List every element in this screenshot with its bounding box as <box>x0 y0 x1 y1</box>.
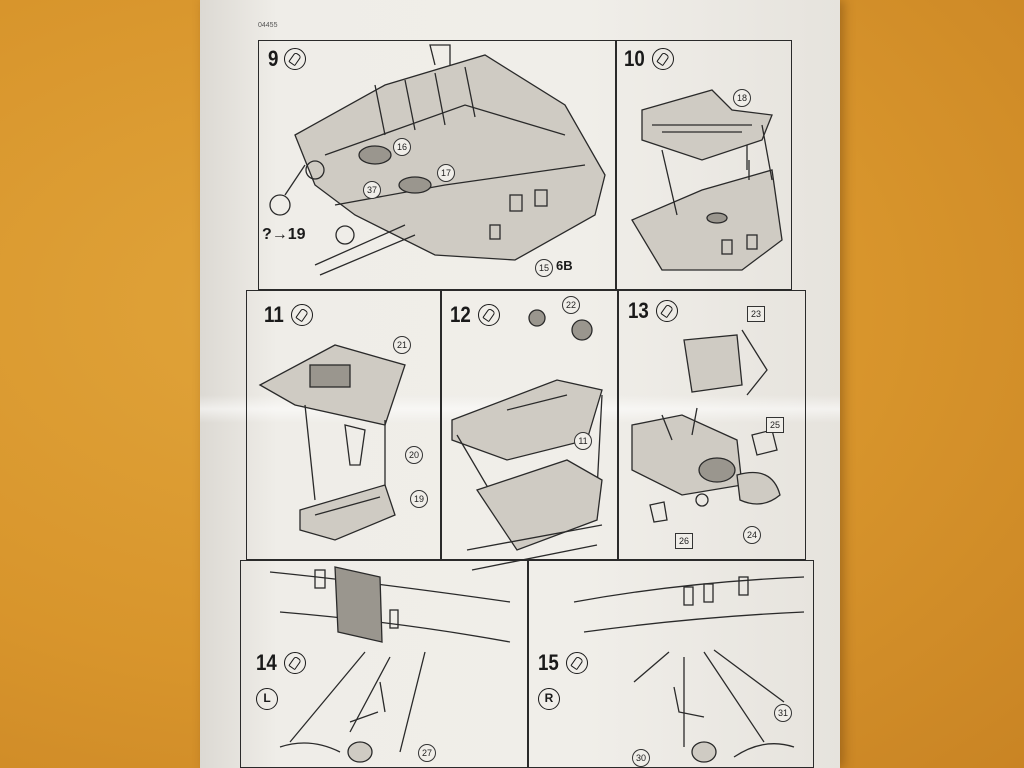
glue-icon <box>656 300 679 322</box>
glue-icon <box>652 48 675 70</box>
side-left-indicator: L <box>256 688 278 710</box>
step-10-header: 10 <box>624 46 675 72</box>
step-number: 14 <box>256 650 277 675</box>
step-number: 11 <box>264 302 284 327</box>
glue-icon <box>284 652 307 674</box>
step-9-header: 9 <box>268 46 307 72</box>
step-11-header: 11 <box>264 302 314 328</box>
step-10-panel <box>616 40 792 290</box>
step-11-illustration <box>258 344 406 541</box>
sub-label-6b: 6B <box>556 258 573 273</box>
glue-icon <box>478 304 501 326</box>
step-12-header: 12 <box>450 302 501 328</box>
step-number: 13 <box>628 298 649 323</box>
step-9-illustration <box>269 44 606 276</box>
part-number-37: 37 <box>363 181 381 199</box>
step-number: 12 <box>450 302 471 327</box>
step-12-panel <box>441 290 618 560</box>
part-number-30: 30 <box>632 749 650 767</box>
part-number-11: 11 <box>574 432 592 450</box>
part-number-31: 31 <box>774 704 792 722</box>
part-number-27: 27 <box>418 744 436 762</box>
part-number-25: 25 <box>766 417 784 433</box>
step-number: 9 <box>268 46 279 71</box>
step-number: 15 <box>538 650 559 675</box>
step-14-illustration <box>269 566 511 763</box>
step-15-header: 15 <box>538 650 589 676</box>
glue-icon <box>566 652 589 674</box>
glue-icon <box>284 48 307 70</box>
part-number-22: 22 <box>562 296 580 314</box>
step-11-panel <box>246 290 441 560</box>
part-number-24: 24 <box>743 526 761 544</box>
step-13-illustration <box>631 329 781 523</box>
step-number: 10 <box>624 46 645 71</box>
part-number-15: 15 <box>535 259 553 277</box>
step-13-header: 13 <box>628 298 679 324</box>
part-number-16: 16 <box>393 138 411 156</box>
part-number-26: 26 <box>675 533 693 549</box>
step-15-illustration <box>573 576 805 763</box>
glue-icon <box>291 304 314 326</box>
part-number-21: 21 <box>393 336 411 354</box>
document-code: 04455 <box>258 22 278 29</box>
step-14-header: 14 <box>256 650 307 676</box>
part-number-17: 17 <box>437 164 455 182</box>
step-12-illustration <box>451 309 603 571</box>
step-9-panel <box>258 40 616 290</box>
step-10-illustration <box>631 89 783 271</box>
part-number-23: 23 <box>747 306 765 322</box>
part-number-19: 19 <box>410 490 428 508</box>
part-number-20: 20 <box>405 446 423 464</box>
part-number-18: 18 <box>733 89 751 107</box>
side-right-indicator: R <box>538 688 560 710</box>
step-13-panel <box>618 290 806 560</box>
step-reference: ?→19 <box>262 226 306 243</box>
